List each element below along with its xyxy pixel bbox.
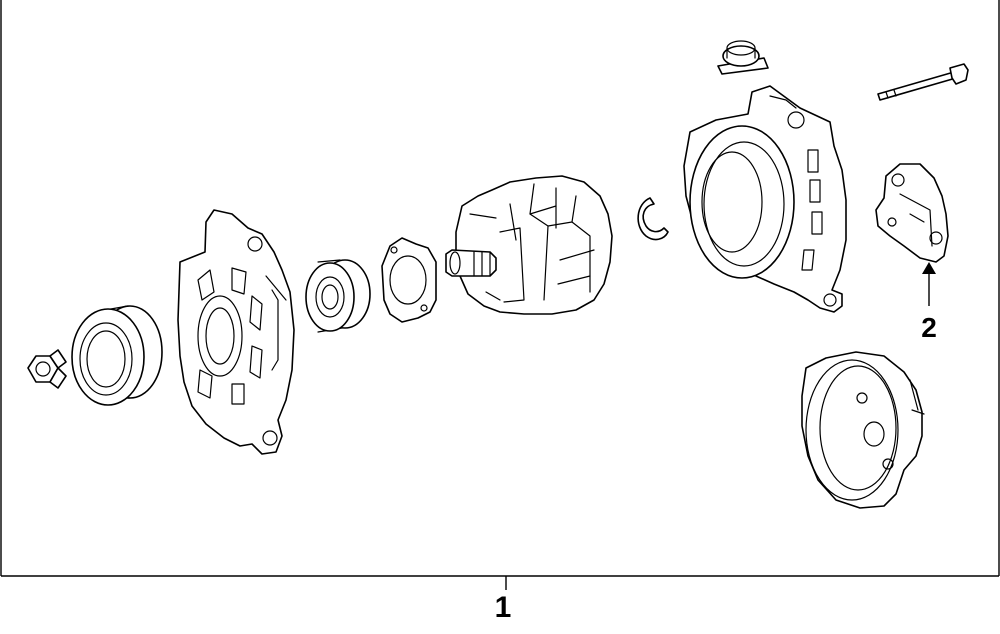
voltage-regulator-part bbox=[875, 163, 949, 263]
callout-1-label: 1 bbox=[495, 591, 512, 624]
through-bolt-part bbox=[877, 63, 969, 101]
retainer-plate-part bbox=[381, 237, 437, 323]
rotor-part bbox=[445, 175, 613, 315]
seal-cap-part bbox=[717, 40, 769, 75]
diagram-frame bbox=[0, 0, 1000, 590]
callout-2-label: 2 bbox=[921, 312, 937, 343]
stator-housing-part bbox=[683, 85, 847, 313]
bearing-part bbox=[305, 259, 371, 333]
callout-2-arrow bbox=[922, 262, 936, 306]
nut-part bbox=[27, 349, 67, 389]
pulley-part bbox=[71, 305, 163, 406]
clip-ring-part bbox=[637, 197, 669, 241]
drive-end-frame-part bbox=[177, 209, 295, 455]
rear-cover-part bbox=[801, 351, 925, 509]
